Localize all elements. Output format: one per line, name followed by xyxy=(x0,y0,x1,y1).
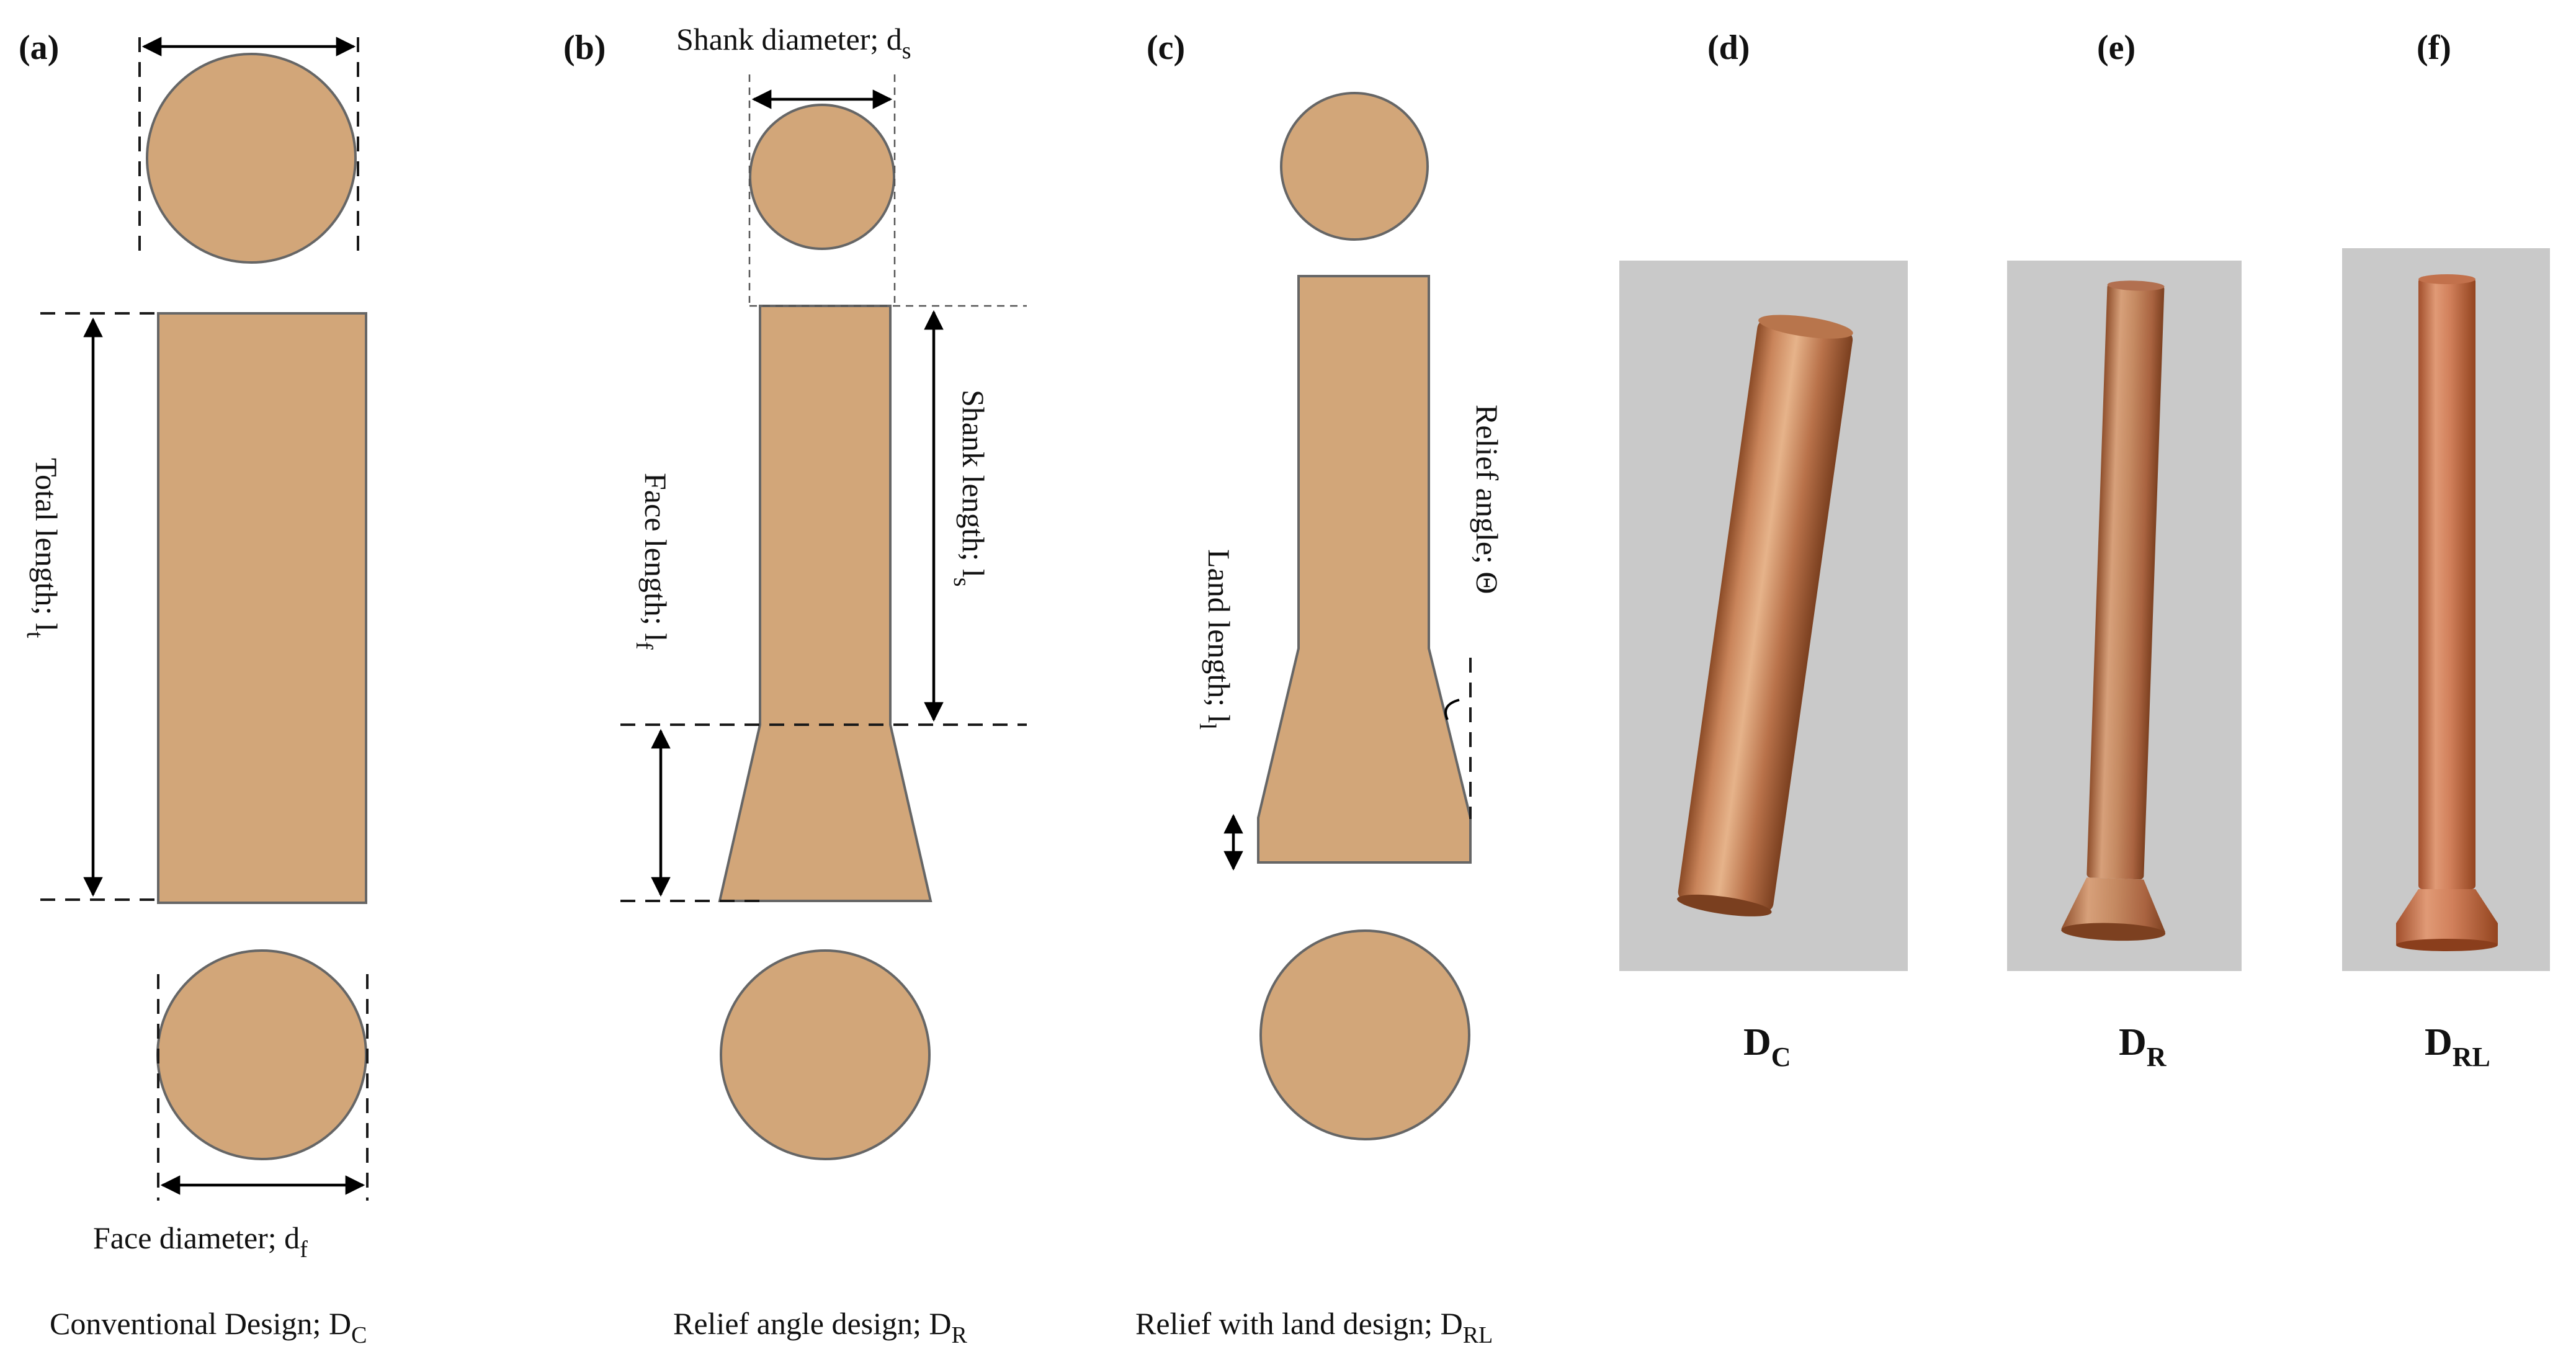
panel-label-a: (a) xyxy=(19,29,59,67)
face-circle-top xyxy=(146,53,357,264)
photo-drl-electrode xyxy=(2396,274,2498,951)
caption-relief: Relief angle design; DR xyxy=(673,1306,968,1348)
panel-label-e: (e) xyxy=(2097,29,2135,67)
face-circle-bottom xyxy=(156,949,367,1160)
photo-label-dc: DC xyxy=(1743,1021,1791,1072)
relief-angle-label: Relief angle; Θ xyxy=(1470,405,1505,594)
panel-a: (a) Total length; lt Face diameter; df C… xyxy=(19,29,369,1348)
caption-relief-land: Relief with land design; DRL xyxy=(1135,1306,1493,1348)
shank-diameter-label: Shank diameter; ds xyxy=(676,22,911,64)
panel-f: (f) DRL xyxy=(2342,29,2550,1072)
relief-land-electrode-body xyxy=(1257,275,1472,864)
panel-b: (b) Shank diameter; ds Shank length; ls … xyxy=(563,22,1027,1348)
panel-label-d: (d) xyxy=(1707,29,1750,67)
land-length-label: Land length; ll xyxy=(1194,549,1237,730)
panel-c: (c) Relief angle; Θ Land length; ll Reli… xyxy=(1135,29,1505,1348)
panel-label-f: (f) xyxy=(2417,29,2451,67)
panel-label-b: (b) xyxy=(563,29,606,67)
relief-electrode-body xyxy=(718,305,932,902)
face-diameter-label: Face diameter; df xyxy=(93,1220,308,1263)
panel-d: (d) DC xyxy=(1619,29,1908,1072)
panel-label-c: (c) xyxy=(1147,29,1185,67)
total-length-label: Total length; lt xyxy=(22,458,64,638)
photo-label-drl: DRL xyxy=(2425,1021,2490,1072)
photo-label-dr: DR xyxy=(2119,1021,2167,1072)
face-circle xyxy=(1259,929,1470,1140)
photo-dr-electrode xyxy=(2061,280,2166,941)
face-circle xyxy=(720,949,931,1160)
caption-conventional: Conventional Design; DC xyxy=(50,1306,367,1348)
shank-length-label: Shank length; ls xyxy=(949,390,991,587)
shank-circle xyxy=(1280,92,1429,241)
conventional-body xyxy=(157,312,367,904)
face-length-label: Face length; lf xyxy=(631,473,673,650)
shank-circle xyxy=(749,104,895,250)
panel-e: (e) DR xyxy=(2007,29,2242,1072)
relief-angle-arc xyxy=(1444,699,1460,720)
photo-dc-electrode xyxy=(1677,315,1853,916)
